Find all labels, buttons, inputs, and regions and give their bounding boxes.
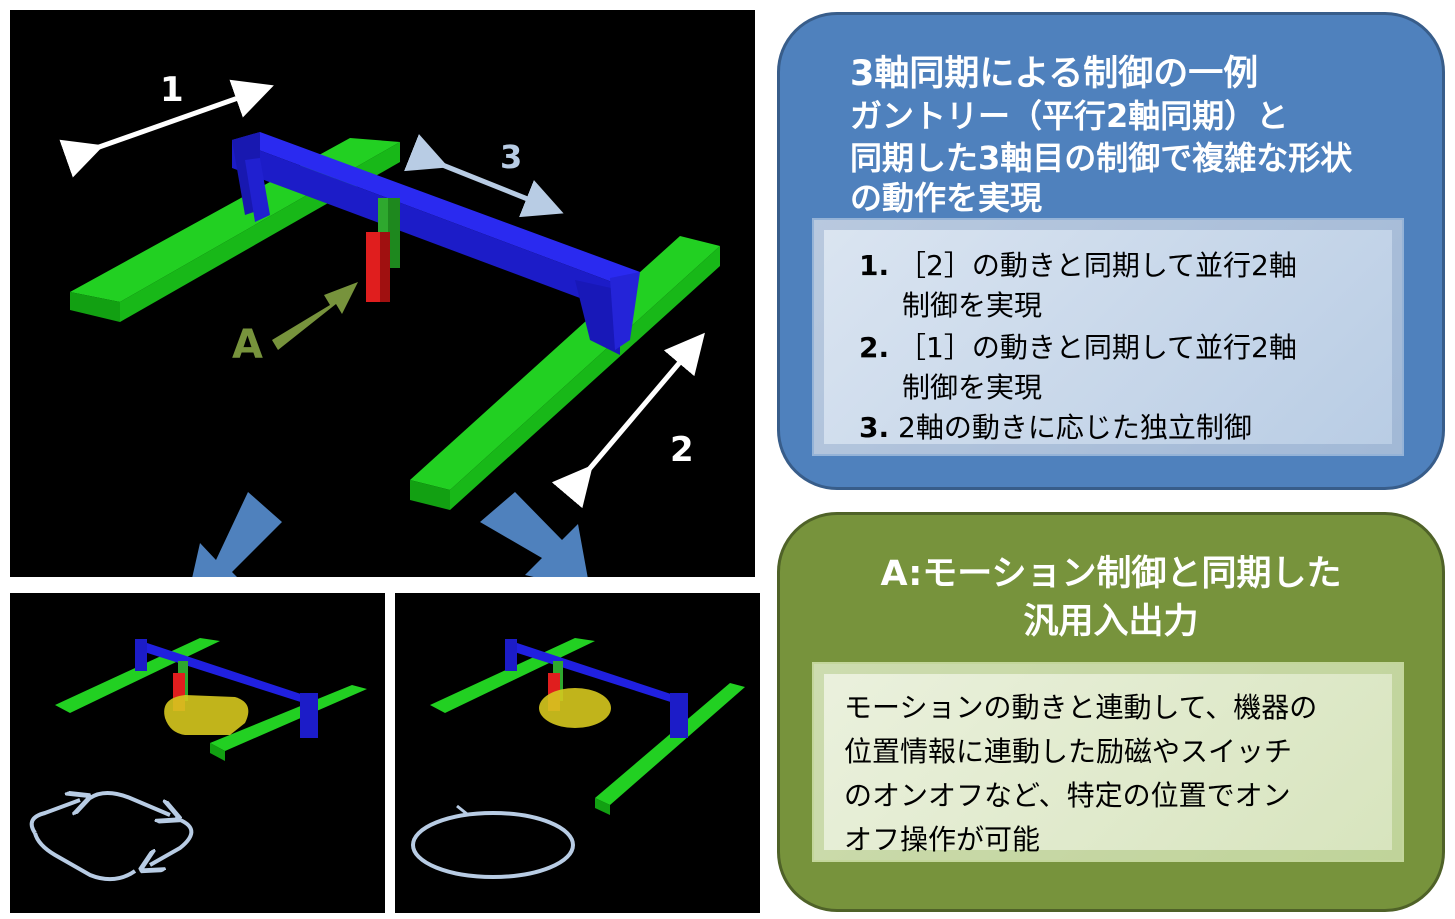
pointer-arrow-a [272,282,358,350]
list-item-text: ［1］の動きと同期して並行2軸 [898,331,1297,364]
io-sync-title-2: 汎用入出力 [1023,602,1199,642]
io-sync-box: A:モーション制御と同期した 汎用入出力 モーションの動きと連動して、機器の 位… [777,512,1445,912]
list-item-number: 2. [859,331,890,364]
ellipse-path-arrowhead [454,804,471,819]
list-item: 3. 2軸の動きに応じた独立制御 [859,406,1252,446]
description-line-1: モーションの動きと連動して、機器の [844,691,1318,724]
sync-control-subtitle-1: ガントリー（平行2軸同期）と [850,97,1289,135]
gantry-beam [232,132,640,355]
yellow-zone-ellipse [539,688,611,728]
label-2: 2 [670,430,694,470]
description-line-4: オフ操作が可能 [844,823,1041,856]
list-item-text: ［2］の動きと同期して並行2軸 [898,249,1297,282]
arrow-2 [551,332,705,509]
diagram-rounded-path [10,593,385,913]
list-item-text: 2軸の動きに応じた独立制御 [898,411,1252,444]
arrow-1 [59,79,274,178]
list-item-number: 3. [859,411,890,444]
arrow-3 [404,134,564,218]
gantry-diagram-main: 1 2 3 A [10,10,755,577]
description-line-3: のオンオフなど、特定の位置でオン [844,779,1291,812]
sync-control-subtitle-3: の動作を実現 [850,179,1043,217]
blue-arrow-right [480,492,588,577]
list-item: 1. ［2］の動きと同期して並行2軸 [859,244,1297,284]
label-a: A [232,322,263,368]
list-item-number: 1. [859,249,890,282]
io-sync-description: モーションの動きと連動して、機器の 位置情報に連動した励磁やスイッチ のオンオフ… [812,662,1404,862]
blue-arrow-left [192,492,282,577]
sync-control-title: 3軸同期による制御の一例 [850,54,1259,94]
ellipse-path-illustration [411,638,745,879]
label-3: 3 [500,138,523,176]
diagram-ellipse-path [395,593,760,913]
sync-control-subtitle-2: 同期した3軸目の制御で複雑な形状 [850,139,1353,177]
rounded-square-path [29,793,194,882]
io-sync-title-1: A:モーション制御と同期した [880,554,1342,594]
description-line-2: 位置情報に連動した励磁やスイッチ [844,735,1293,768]
list-item-continuation: 制御を実現 [902,371,1043,404]
ellipse-path [411,811,575,879]
label-1: 1 [160,70,184,110]
list-item: 2. ［1］の動きと同期して並行2軸 [859,326,1297,366]
yellow-zone-rounded [164,695,249,735]
sync-control-list: 1. ［2］の動きと同期して並行2軸 制御を実現 2. ［1］の動きと同期して並… [812,218,1404,456]
head-a [366,232,390,302]
gantry-illustration [59,79,720,577]
sync-control-box: 3軸同期による制御の一例 ガントリー（平行2軸同期）と 同期した3軸目の制御で複… [777,12,1445,490]
rounded-path-illustration [29,638,367,882]
list-item-continuation: 制御を実現 [902,289,1043,322]
